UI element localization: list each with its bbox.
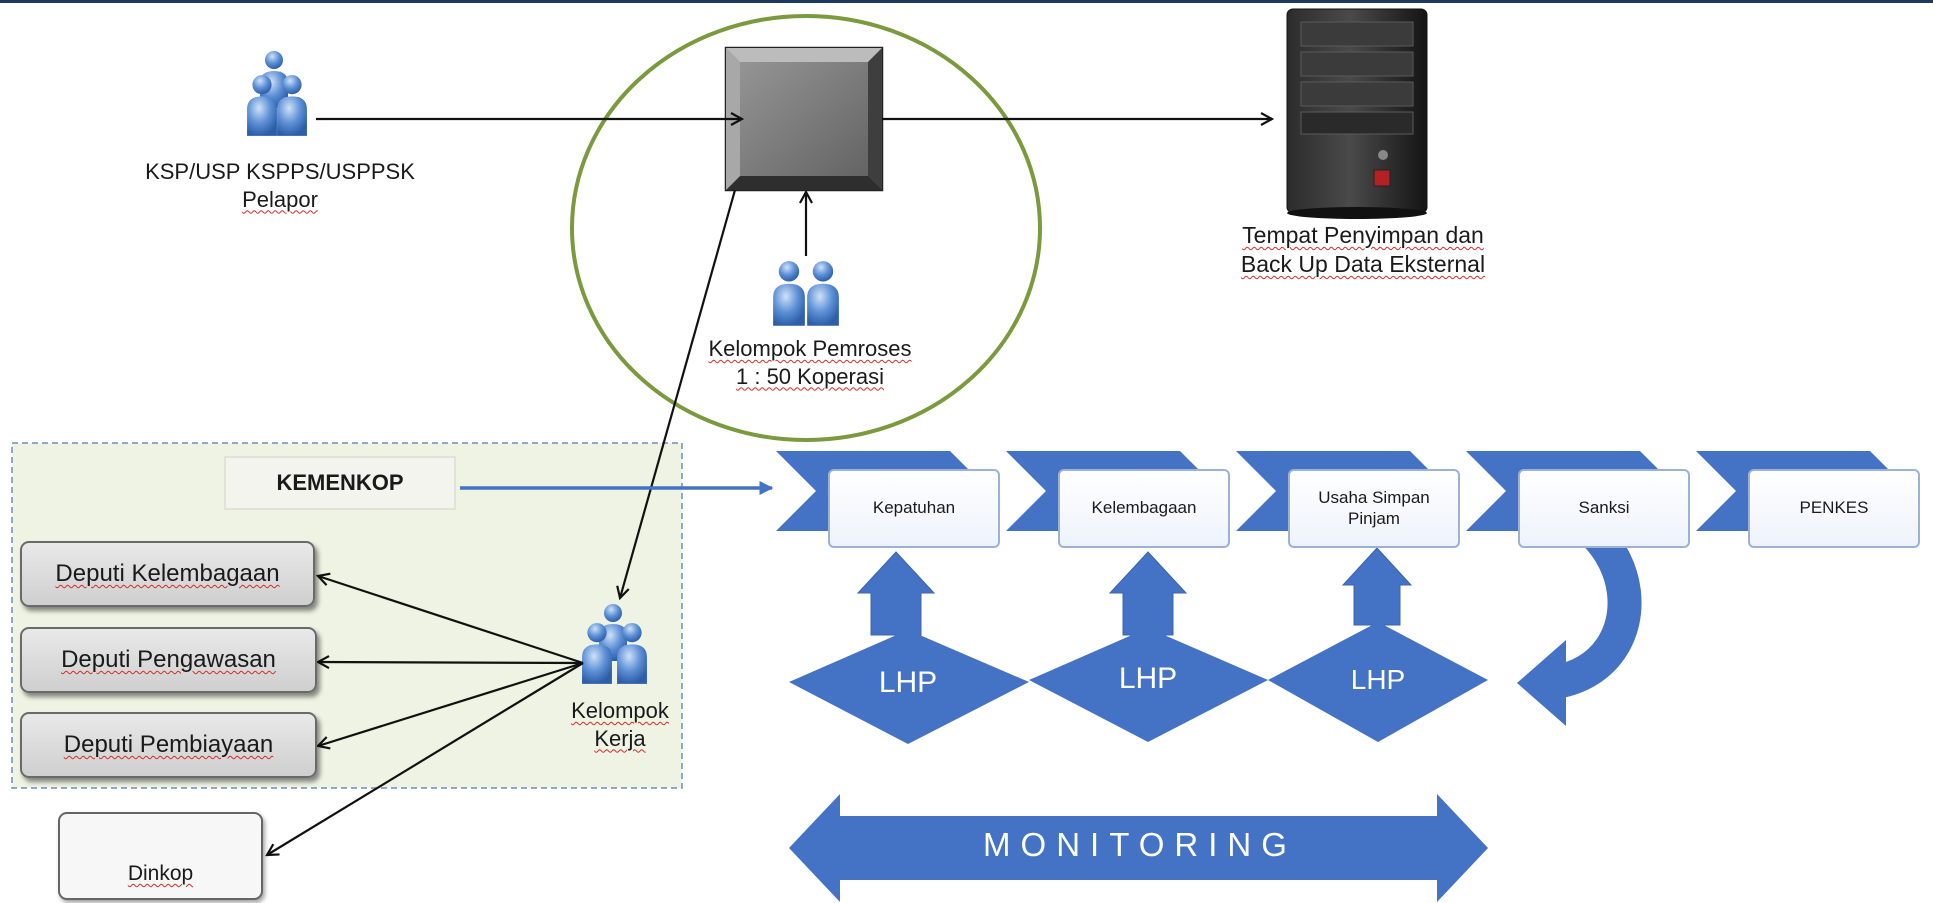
lhp-label-1: LHP <box>878 666 938 699</box>
step-kelembagaan: Kelembagaan <box>1058 469 1230 548</box>
arrow-to-deputi-pembiayaan <box>318 661 584 746</box>
step-penkes: PENKES <box>1748 469 1920 548</box>
deputi-pengawasan-box: Deputi Pengawasan <box>20 627 317 693</box>
processing-circle <box>570 14 1042 442</box>
up-arrow-3 <box>1341 547 1413 626</box>
arrow-to-deputi-kelembagaan <box>318 576 584 665</box>
deputi-kelembagaan-box: Deputi Kelembagaan <box>20 541 315 607</box>
lhp-diamonds <box>789 622 1488 744</box>
up-arrow-2 <box>1108 551 1188 636</box>
arrow-to-deputi-pengawasan <box>318 662 584 663</box>
kemenkop-title-box <box>224 456 456 510</box>
lhp-diamond-1 <box>789 630 1029 744</box>
deputi-pembiayaan-box: Deputi Pembiayaan <box>20 712 317 778</box>
pemroses-label: Kelompok Pemroses 1 : 50 Koperasi <box>708 336 912 389</box>
arrow-box-to-kelompok-kerja <box>620 189 737 598</box>
step-label: Sanksi <box>1578 498 1630 518</box>
step-label: Kepatuhan <box>872 498 956 518</box>
flow-connectors <box>267 119 1272 855</box>
lhp-label-3: LHP <box>1350 664 1406 695</box>
server-label: Tempat Penyimpan dan Back Up Data Ekster… <box>1240 222 1486 277</box>
monitoring-label: MONITORING <box>983 826 1297 863</box>
pemroses-group-icon <box>773 261 839 326</box>
processing-box <box>724 46 884 192</box>
pelapor-label: KSP/USP KSPPS/USPPSK Pelapor <box>145 159 415 212</box>
step-sanksi: Sanksi <box>1518 469 1690 548</box>
monitoring-double-arrow <box>789 794 1488 902</box>
lhp-up-arrows <box>856 547 1413 636</box>
lhp-diamond-3 <box>1268 622 1488 742</box>
lhp-diamond-2 <box>1029 628 1268 742</box>
kelompok-kerja-label: Kelompok Kerja <box>571 698 669 751</box>
lhp-label-2: LHP <box>1118 662 1178 695</box>
top-bar <box>0 0 1933 3</box>
pelapor-group-icon <box>247 51 307 136</box>
step-label: PENKES <box>1799 498 1869 518</box>
up-arrow-1 <box>856 551 936 636</box>
dinkop-box: Dinkop <box>58 812 263 900</box>
step-label: Kelembagaan <box>1091 498 1197 518</box>
arrow-to-dinkop <box>267 662 584 855</box>
server-tower-icon <box>1286 8 1428 219</box>
step-kepatuhan: Kepatuhan <box>828 469 1000 548</box>
kemenkop-title: KEMENKOP <box>276 470 404 495</box>
